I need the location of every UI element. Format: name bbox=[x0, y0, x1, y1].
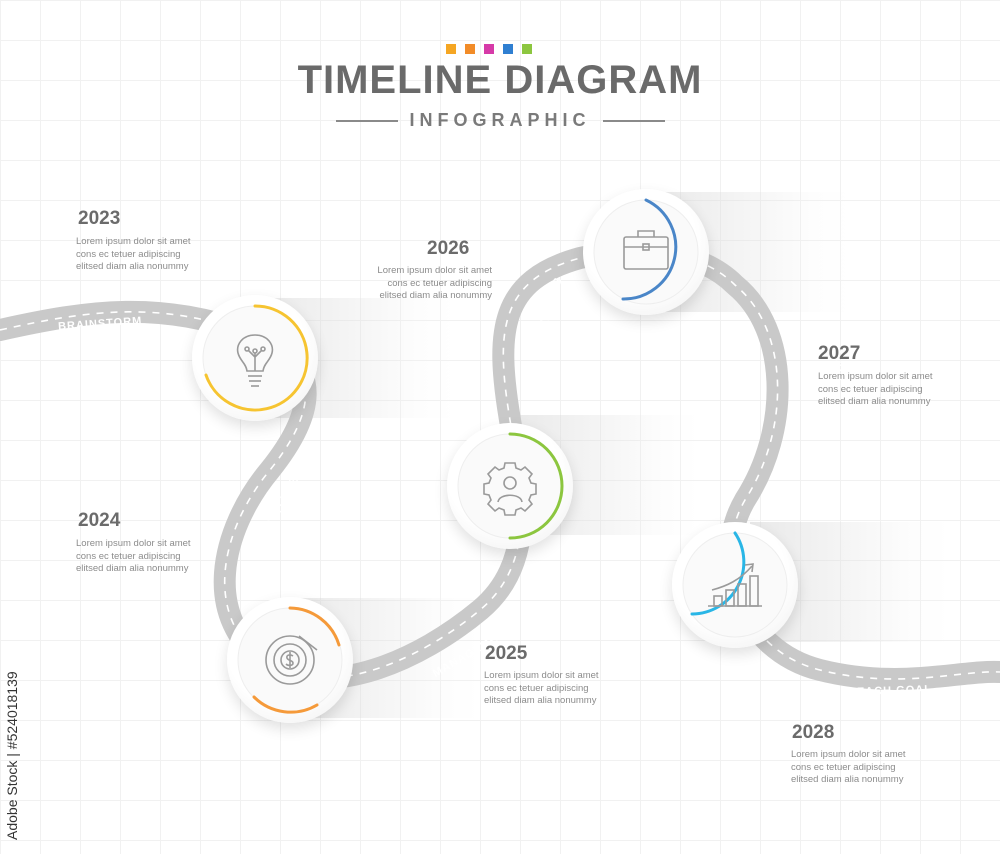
subtitle-row: INFOGRAPHIC bbox=[0, 110, 1000, 131]
milestone-node-2027 bbox=[672, 522, 798, 648]
dollar-chart-icon bbox=[265, 635, 318, 685]
milestone-node-2024 bbox=[227, 597, 353, 723]
milestone-desc-2028: Lorem ipsum dolor sit amet cons ec tetue… bbox=[791, 749, 906, 785]
subtitle-divider-left bbox=[335, 119, 398, 122]
color-dot bbox=[446, 44, 456, 54]
milestone-desc-2023: Lorem ipsum dolor sit amet cons ec tetue… bbox=[76, 236, 191, 272]
milestone-year-2025: 2025 bbox=[485, 643, 528, 664]
color-dot bbox=[484, 44, 494, 54]
milestone-node-2026 bbox=[583, 189, 709, 315]
color-dot bbox=[522, 44, 532, 54]
color-dots bbox=[446, 44, 532, 54]
road-label-brainstorm: BRAINSTORM bbox=[58, 315, 143, 333]
milestone-desc-2025: Lorem ipsum dolor sit amet cons ec tetue… bbox=[484, 670, 599, 706]
milestone-year-2028: 2028 bbox=[792, 722, 835, 743]
subtitle-divider-right bbox=[602, 119, 665, 122]
road-label-reach-goal: REACH GOAL bbox=[848, 684, 932, 699]
milestone-year-2026: 2026 bbox=[427, 238, 470, 259]
briefcase-icon bbox=[623, 230, 669, 270]
milestone-node-2025 bbox=[447, 423, 573, 549]
page-title: TIMELINE DIAGRAM bbox=[297, 58, 703, 102]
milestone-desc-2024: Lorem ipsum dolor sit amet cons ec tetue… bbox=[76, 538, 191, 574]
milestone-year-2027: 2027 bbox=[818, 343, 861, 364]
growth-chart-icon bbox=[708, 563, 762, 607]
color-dot bbox=[465, 44, 475, 54]
milestone-desc-2027: Lorem ipsum dolor sit amet cons ec tetue… bbox=[818, 371, 933, 407]
page-subtitle: INFOGRAPHIC bbox=[409, 110, 591, 130]
milestone-node-2023 bbox=[192, 295, 318, 421]
milestone-year-2024: 2024 bbox=[78, 510, 121, 531]
color-dot bbox=[503, 44, 513, 54]
stock-id: Adobe Stock | #524018139 bbox=[4, 671, 20, 840]
gear-person-icon bbox=[483, 462, 537, 516]
lightbulb-icon bbox=[236, 334, 274, 387]
milestone-desc-2026: Lorem ipsum dolor sit amet cons ec tetue… bbox=[377, 265, 492, 301]
milestone-year-2023: 2023 bbox=[78, 208, 121, 229]
